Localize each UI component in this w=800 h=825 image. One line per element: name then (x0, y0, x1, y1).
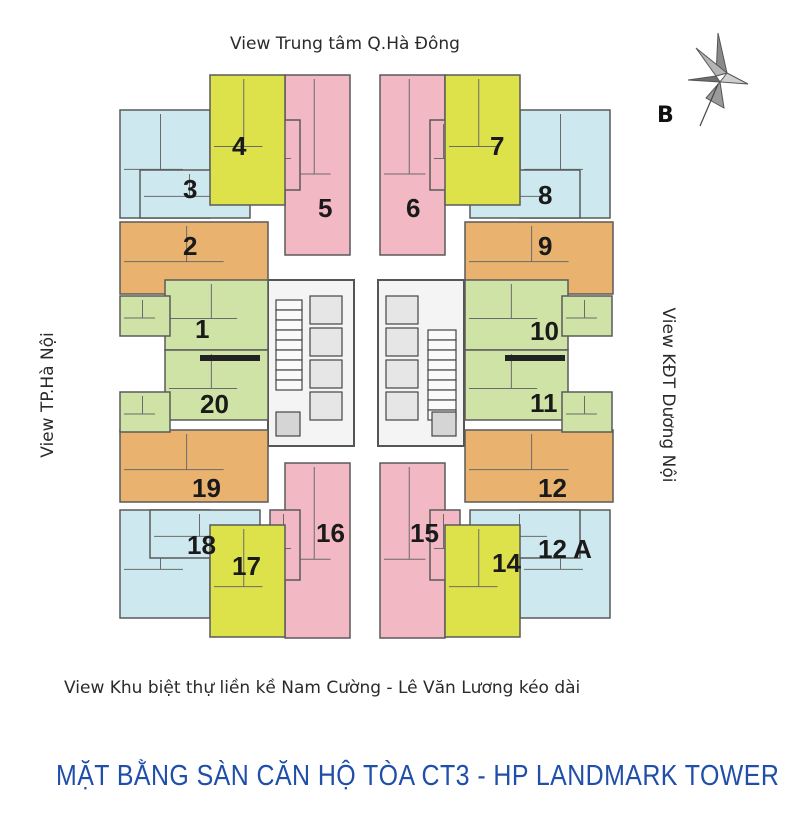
unit-number-11: 11 (530, 388, 558, 418)
stair-step-left (275, 329, 303, 341)
stair-step-right (427, 379, 457, 391)
elevator-3 (309, 359, 343, 389)
elevator-5 (385, 295, 419, 325)
utility-room-left (275, 411, 301, 437)
unit-11 (464, 349, 613, 433)
view-label-left: View TP.Hà Nội (38, 332, 58, 458)
wall-bar (200, 355, 260, 361)
unit-number-17: 17 (232, 551, 261, 581)
unit-number-1: 1 (195, 314, 209, 344)
unit-number-19: 19 (192, 473, 221, 503)
unit-1 (119, 279, 269, 351)
unit-number-4: 4 (232, 131, 247, 161)
unit-number-7: 7 (490, 131, 504, 161)
stair-step-right (427, 399, 457, 411)
unit-number-12: 12 (538, 473, 567, 503)
elevator-2 (309, 327, 343, 357)
unit-20 (119, 349, 269, 433)
unit-number-18: 18 (187, 530, 216, 560)
unit-19 (119, 429, 269, 503)
unit-number-20: 20 (200, 389, 229, 419)
stair-step-left (275, 339, 303, 351)
elevator-8 (385, 391, 419, 421)
stair-step-left (275, 319, 303, 331)
stair-step-right (427, 349, 457, 361)
unit-number-12a: 12 A (538, 534, 592, 564)
unit-17 (209, 524, 286, 638)
unit-number-2: 2 (183, 231, 197, 261)
unit-number-5: 5 (318, 193, 332, 223)
elevator-6 (385, 327, 419, 357)
elevator-1 (309, 295, 343, 325)
unit-7 (444, 74, 521, 206)
wall-bar (505, 355, 565, 361)
compass-letter: B (657, 103, 674, 128)
compass-icon (687, 32, 749, 127)
unit-8 (469, 109, 611, 219)
unit-number-10: 10 (530, 316, 559, 346)
stair-step-left (275, 349, 303, 361)
core-details (275, 295, 457, 437)
stair-step-left (275, 379, 303, 391)
unit-number-6: 6 (406, 193, 420, 223)
utility-room-right (431, 411, 457, 437)
view-label-right: View KĐT Dương Nội (658, 307, 678, 483)
unit-number-14: 14 (492, 548, 521, 578)
unit-4 (209, 74, 286, 206)
unit-10 (464, 279, 613, 351)
stair-step-right (427, 329, 457, 341)
unit-number-15: 15 (410, 518, 439, 548)
unit-number-8: 8 (538, 180, 552, 210)
stair-step-right (427, 369, 457, 381)
unit-6 (379, 74, 461, 256)
units-layer (119, 74, 614, 639)
stair-step-right (427, 359, 457, 371)
elevator-7 (385, 359, 419, 389)
unit-12 (464, 429, 614, 503)
page-title: MẶT BẰNG SÀN CĂN HỘ TÒA CT3 - HP LANDMAR… (56, 760, 780, 792)
stair-step-left (275, 309, 303, 321)
unit-labels: 3 8 18 12 A 2 9 19 12 1 10 20 11 5 6 15 16 4 7 14 17 (183, 131, 592, 581)
unit-number-16: 16 (316, 518, 345, 548)
unit-18 (119, 509, 261, 619)
stair-step-right (427, 389, 457, 401)
stair-step-left (275, 369, 303, 381)
view-label-bottom: View Khu biệt thự liền kề Nam Cường - Lê… (64, 678, 581, 698)
stair-step-right (427, 339, 457, 351)
unit-number-3: 3 (183, 174, 197, 204)
view-label-top: View Trung tâm Q.Hà Đông (230, 34, 460, 54)
unit-number-9: 9 (538, 231, 552, 261)
unit-14 (444, 524, 521, 638)
stair-step-left (275, 359, 303, 371)
stair-step-left (275, 299, 303, 311)
elevator-4 (309, 391, 343, 421)
